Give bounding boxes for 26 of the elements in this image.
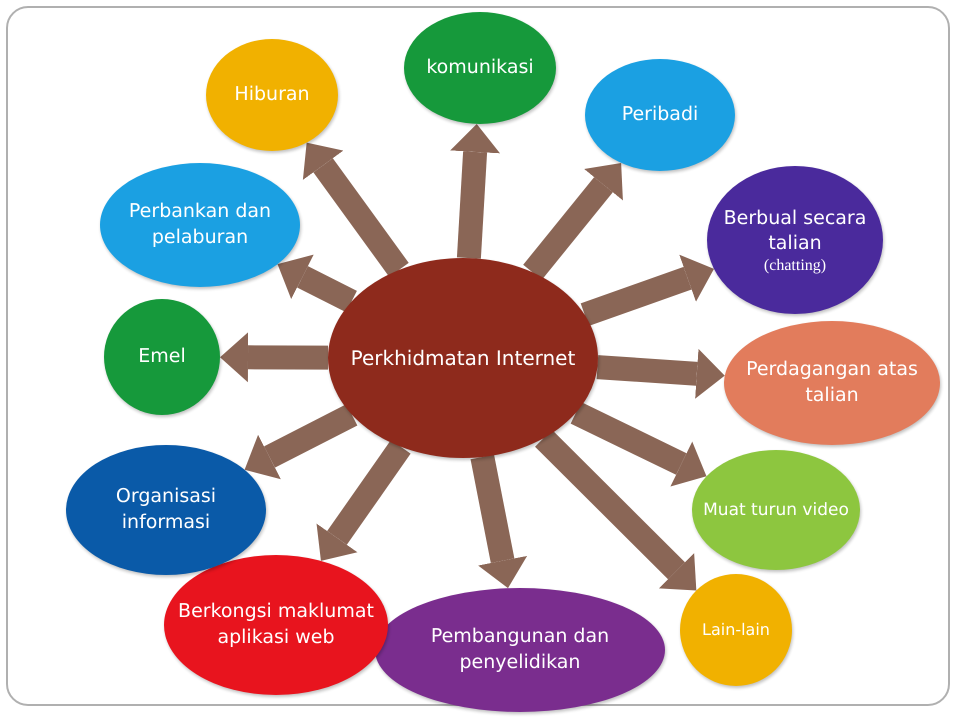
node-label: Lain-lain <box>701 619 771 641</box>
block-arrow <box>450 124 500 259</box>
node-label: Perdagangan atas talian <box>745 357 919 408</box>
node-note: (chatting) <box>764 256 826 274</box>
block-arrow <box>470 454 528 588</box>
node-label: Pembangunan dan penyelidikan <box>430 624 610 675</box>
node-label: Muat turun video <box>702 498 850 522</box>
node-label: Berkongsi maklumat aplikasi web <box>177 599 375 650</box>
block-arrow <box>570 402 706 486</box>
block-arrow <box>302 142 409 277</box>
node-label: Organisasi informasi <box>114 484 218 535</box>
node-label: Emel <box>137 344 187 370</box>
node-label: Perkhidmatan Internet <box>350 344 576 372</box>
block-arrow <box>580 254 714 326</box>
node-label: Berbual secara talian <box>722 206 868 256</box>
node-label: Hiburan <box>233 82 311 108</box>
node-label: komunikasi <box>425 55 535 80</box>
block-arrow <box>535 430 696 590</box>
block-arrow <box>596 348 725 399</box>
block-arrow <box>316 440 411 561</box>
node-label: Perbankan dan pelaburan <box>128 199 272 250</box>
node-label: Peribadi <box>620 102 700 128</box>
block-arrow <box>220 332 328 382</box>
block-arrow <box>244 404 358 480</box>
block-arrow <box>278 254 357 312</box>
block-arrow <box>523 162 623 280</box>
